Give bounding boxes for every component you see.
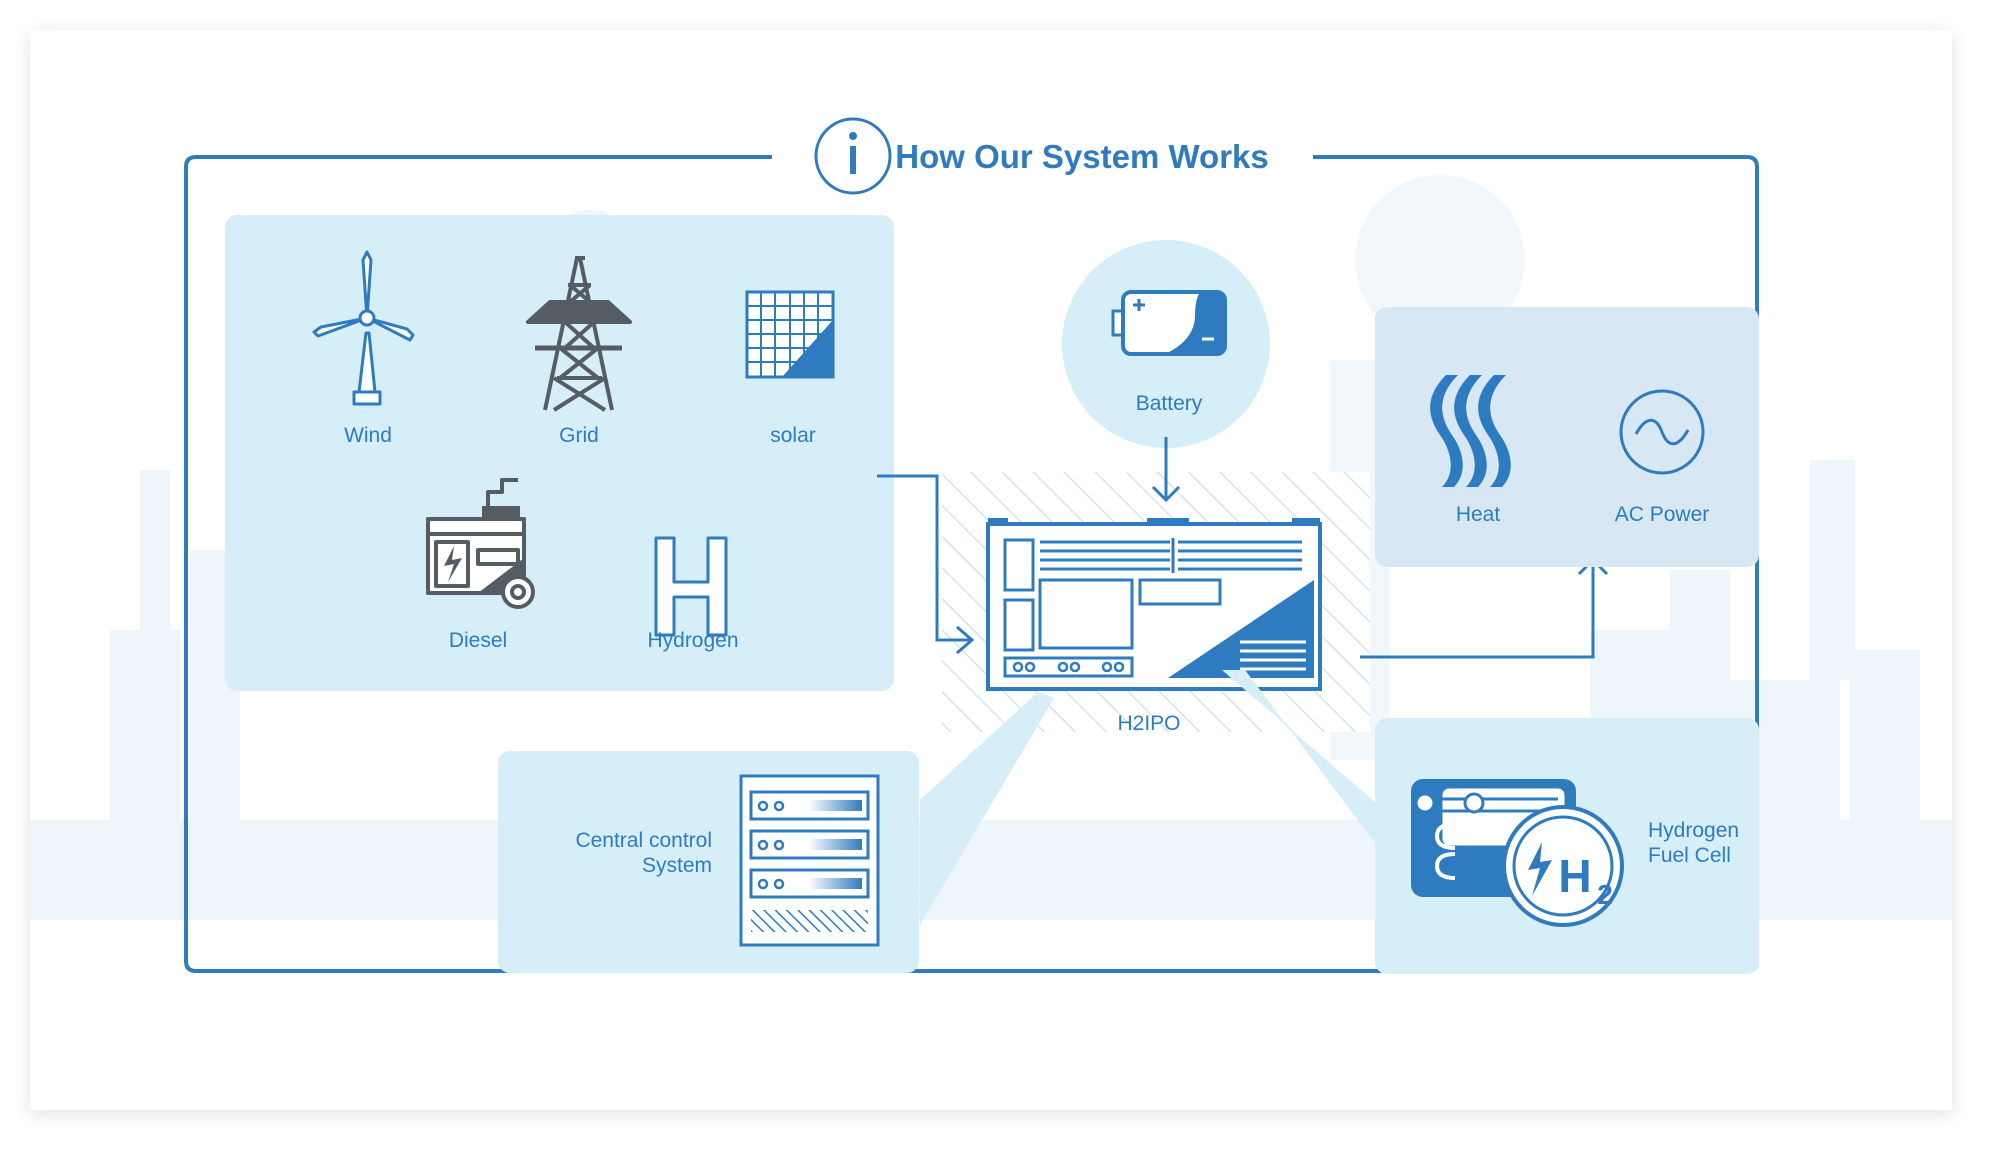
sources-panel (225, 215, 894, 691)
wind-turbine-icon (312, 250, 415, 406)
control-label-line2: System (642, 854, 712, 877)
unit-to-outputs-arrow (1360, 557, 1609, 659)
outputs-panel (1375, 307, 1759, 567)
fuel-cell-icon (1411, 779, 1624, 927)
source-label-solar: solar (770, 424, 816, 447)
battery-label: Battery (1136, 392, 1203, 415)
source-label-hydrogen: Hydrogen (647, 629, 738, 652)
solar-panel-icon (745, 290, 835, 379)
fuel-cell-label-line2: Fuel Cell (1648, 844, 1731, 867)
system-diagram: How Our System Works Wind Grid solar (30, 117, 1952, 974)
frame-border (184, 155, 1759, 973)
fuel-cell-icon-subscript: 2 (1597, 879, 1613, 910)
control-zoom-beam (920, 692, 1054, 925)
grid-tower-icon (526, 256, 632, 412)
unit-label: H2IPO (1117, 712, 1180, 735)
diagram-card: How Our System Works Wind Grid solar (30, 30, 1952, 1110)
battery-icon (1111, 290, 1227, 356)
hydrogen-icon (654, 536, 728, 637)
source-label-diesel: Diesel (449, 629, 507, 652)
info-icon (814, 117, 892, 195)
output-label-ac-power: AC Power (1615, 503, 1710, 526)
diesel-generator-icon (426, 478, 535, 609)
heat-icon (1430, 375, 1511, 487)
control-label-line1: Central control (575, 829, 712, 852)
source-label-grid: Grid (559, 424, 599, 447)
h2ipo-unit-icon[interactable] (986, 518, 1322, 691)
fuel-cell-label-line1: Hydrogen (1648, 819, 1739, 842)
ac-power-icon (1619, 389, 1705, 475)
diagram-title: How Our System Works (895, 138, 1269, 175)
server-rack-icon (739, 774, 880, 947)
fuel-cell-icon-h: H (1558, 850, 1591, 902)
output-label-heat: Heat (1456, 503, 1501, 526)
battery-to-unit-arrow (1151, 437, 1181, 503)
source-label-wind: Wind (344, 424, 392, 447)
sources-to-unit-arrow (877, 474, 975, 655)
